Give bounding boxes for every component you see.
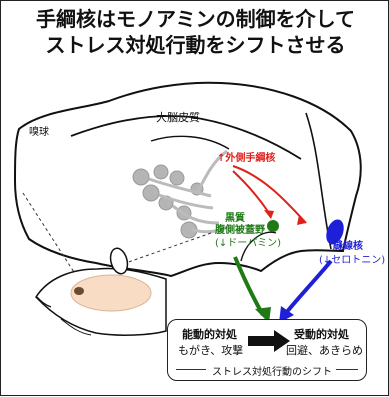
ganglion-node xyxy=(142,184,160,202)
title-line-1: 手綱核はモノアミンの制御を介して xyxy=(36,7,355,31)
vta-marker xyxy=(267,220,279,232)
ganglia-paths xyxy=(148,149,228,234)
cerebellum-line xyxy=(305,112,332,250)
lateral-habenula-label: ↑外側手綱核 xyxy=(217,153,276,164)
mouse-illustration xyxy=(35,247,167,336)
dopamine-arrow xyxy=(233,256,265,316)
raphe-label: 縫線核 xyxy=(333,241,363,252)
dopamine-label: (↓ドーパミン) xyxy=(215,238,282,249)
raphe-marker xyxy=(326,219,344,245)
caption-rule-left xyxy=(176,369,206,370)
title-line-2: ストレス対処行動をシフトさせる xyxy=(45,33,346,57)
cortex-curve xyxy=(70,115,302,160)
serotonin-arrow xyxy=(284,259,333,315)
passive-coping-detail: 回避、あきらめ xyxy=(286,344,363,357)
coping-behavior-box: 能動的対処 もがき、攻撃 受動的対処 回避、あきらめ ストレス対処行動のシフト xyxy=(167,319,367,381)
passive-coping-title: 受動的対処 xyxy=(294,328,349,341)
caption-rule-right xyxy=(328,369,358,370)
shift-arrow-icon xyxy=(248,330,290,352)
cortex-inner xyxy=(150,135,230,150)
olfactory-bulb-label: 嗅球 xyxy=(29,127,49,138)
basal-ganglia-cluster xyxy=(132,164,204,239)
substantia-nigra-label: 黒質 xyxy=(225,213,245,224)
brain-outline xyxy=(13,81,362,278)
ganglion-node xyxy=(153,164,169,180)
active-coping-detail: もがき、攻撃 xyxy=(178,344,244,357)
active-coping-title: 能動的対処 xyxy=(182,328,237,341)
brainstem-line xyxy=(240,231,277,262)
ganglion-node xyxy=(132,168,150,186)
projection-line xyxy=(102,232,212,272)
shift-caption: ストレス対処行動のシフト xyxy=(208,363,336,378)
serotonin-label: (↓セロトニン) xyxy=(319,255,386,266)
ganglion-node xyxy=(169,170,185,186)
habenula-to-vta-arrow xyxy=(232,170,270,214)
projection-line xyxy=(22,192,82,284)
vta-label: 腹側被蓋野 xyxy=(215,225,265,236)
cortex-label: 大脳皮質 xyxy=(156,111,200,124)
